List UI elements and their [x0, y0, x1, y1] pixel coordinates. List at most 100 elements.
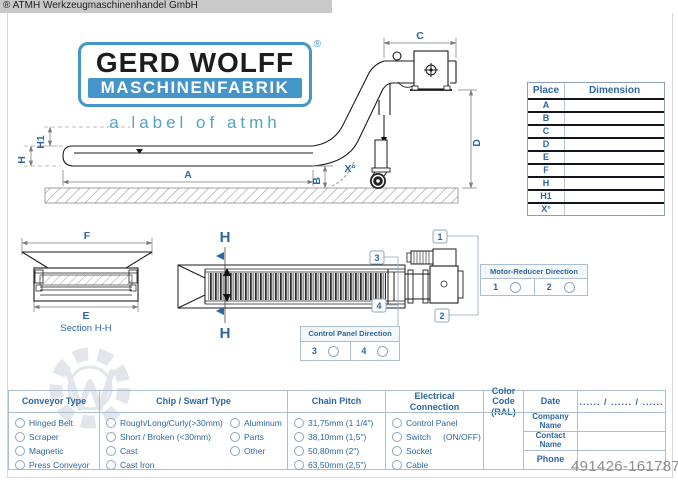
pitch-3175-checkbox[interactable]: [294, 418, 304, 428]
parts-checkbox[interactable]: [230, 432, 240, 442]
logo-tagline: a label of atmh: [109, 112, 281, 132]
option-aluminum: Aluminum: [230, 416, 282, 430]
pitch-5080-checkbox[interactable]: [294, 446, 304, 456]
callout-2: 2: [439, 311, 444, 321]
rough-long-curly-checkbox[interactable]: [106, 418, 116, 428]
chain-pitch-options: 31,75mm (1 1/4") 38,10mm (1,5") 50,80mm …: [287, 412, 386, 470]
option-cast: Cast: [106, 444, 223, 458]
drive-motor-box: [397, 50, 452, 91]
option-rough-long-curly: Rough/Long/Curly(>30mm): [106, 416, 223, 430]
logo-frame: GERD WOLFF MASCHINENFABRIK ®: [78, 39, 321, 107]
control-panel-checkbox[interactable]: [392, 418, 402, 428]
option-switch: Switch(ON/OFF): [392, 430, 483, 444]
dim-label-d: D: [471, 139, 483, 147]
order-form-table: Conveyor Type Chip / Swarf Type Chain Pi…: [8, 386, 666, 470]
table-row: H1: [528, 191, 664, 204]
motor-reducer-plan: [406, 248, 464, 304]
reference-number: 491426-16178701: [571, 458, 678, 475]
motor-direction-2-checkbox[interactable]: [563, 281, 575, 293]
cut-label-bottom: H: [220, 325, 231, 342]
panel-direction-3-checkbox[interactable]: [327, 345, 339, 357]
option-cable: Cable: [392, 458, 483, 472]
date-label: Date: [523, 390, 578, 413]
dim-label-b: B: [311, 177, 323, 185]
callout-3: 3: [374, 253, 379, 263]
conveyor-type-header: Conveyor Type: [8, 390, 100, 413]
table-row: E: [528, 152, 664, 165]
plan-and-section-drawing: F E Section H-H: [21, 229, 479, 342]
option-scraper: Scraper: [15, 430, 99, 444]
option-control-panel: Control Panel: [392, 416, 483, 430]
option-pitch-3175: 31,75mm (1 1/4"): [294, 416, 385, 430]
chip-type-options: Rough/Long/Curly(>30mm) Short / Broken (…: [99, 412, 288, 470]
contact-name-field[interactable]: [577, 431, 666, 451]
dim-label-a: A: [184, 169, 192, 181]
phone-field[interactable]: [577, 450, 666, 470]
hinged-belt-checkbox[interactable]: [15, 418, 25, 428]
logo-name: GERD WOLFF: [95, 47, 295, 78]
switch-note: (ON/OFF): [443, 432, 481, 442]
short-broken-checkbox[interactable]: [106, 432, 116, 442]
pitch-3810-checkbox[interactable]: [294, 432, 304, 442]
conveyor-outline: [62, 60, 457, 167]
date-value[interactable]: ...... / ...... / ......: [577, 390, 666, 413]
option-pitch-3810: 38,10mm (1,5"): [294, 430, 385, 444]
company-name-label: Company Name: [523, 412, 578, 432]
control-panel-direction-title: Control Panel Direction: [301, 327, 399, 342]
scraper-checkbox[interactable]: [15, 432, 25, 442]
registered-mark: ®: [313, 39, 321, 50]
color-code-field[interactable]: [483, 412, 524, 470]
section-caption: Section H-H: [60, 323, 111, 334]
color-code-header: Color Code (RAL): [483, 386, 524, 417]
motor-reducer-direction-title: Motor-Reducer Direction: [481, 265, 587, 279]
dim-label-x: X°: [344, 163, 355, 175]
contact-name-label: Contact Name: [523, 431, 578, 451]
aluminum-checkbox[interactable]: [230, 418, 240, 428]
table-row: F: [528, 165, 664, 178]
switch-checkbox[interactable]: [392, 432, 402, 442]
table-row: B: [528, 113, 664, 126]
callout-1: 1: [437, 232, 442, 242]
cut-arrow-top: [216, 252, 224, 260]
electrical-options: Control Panel Switch(ON/OFF) Socket Cabl…: [385, 412, 484, 470]
dimension-table-header: Place Dimension: [528, 83, 664, 100]
magnetic-checkbox[interactable]: [15, 446, 25, 456]
option-short-broken: Short / Broken (<30mm): [106, 430, 223, 444]
table-row: C: [528, 126, 664, 139]
cable-checkbox[interactable]: [392, 460, 402, 470]
option-pitch-5080: 50,80mm (2"): [294, 444, 385, 458]
belt-surface: [208, 273, 386, 300]
option-hinged-belt: Hinged Belt: [15, 416, 99, 430]
side-view-drawing: C D A B X° H1 H: [16, 30, 483, 204]
section-hh-view: F E Section H-H: [21, 230, 153, 334]
option-socket: Socket: [392, 444, 483, 458]
pitch-6350-checkbox[interactable]: [294, 460, 304, 470]
other-checkbox[interactable]: [230, 446, 240, 456]
control-panel-direction-table: Control Panel Direction 3 4: [300, 326, 400, 361]
lifting-eye: [392, 51, 402, 61]
option-cast-iron: Cast İron: [106, 458, 223, 472]
dim-label-h1: H1: [35, 135, 47, 149]
place-column-header: Place: [528, 83, 565, 98]
image-caption-bar: ® ATMH Werkzeugmaschinenhandel GmbH: [0, 0, 332, 13]
flow-arrow-down: [223, 294, 231, 302]
socket-checkbox[interactable]: [392, 446, 402, 456]
press-conveyor-checkbox[interactable]: [15, 460, 25, 470]
plan-view: H H: [177, 229, 464, 342]
motor-direction-option-2: 2: [533, 279, 588, 295]
conveyor-type-options: Hinged Belt Scraper Magnetic Press Conve…: [8, 412, 100, 470]
belt-marker: [136, 149, 143, 154]
cast-iron-checkbox[interactable]: [106, 460, 116, 470]
support-leg: [371, 115, 391, 173]
cut-arrow-bottom: [216, 307, 224, 315]
company-name-field[interactable]: [577, 412, 666, 432]
motor-direction-1-checkbox[interactable]: [510, 281, 522, 293]
option-parts: Parts: [230, 430, 282, 444]
gear-watermark-icon: [49, 347, 131, 429]
sheet-border-right: [672, 13, 673, 477]
motor-reducer-direction-table: Motor-Reducer Direction 1 2: [480, 264, 588, 296]
option-pitch-6350: 63,50mm (2,5"): [294, 458, 385, 472]
panel-direction-4-checkbox[interactable]: [377, 345, 389, 357]
cast-checkbox[interactable]: [106, 446, 116, 456]
logo-subtitle: MASCHINENFABRIK: [88, 78, 302, 98]
